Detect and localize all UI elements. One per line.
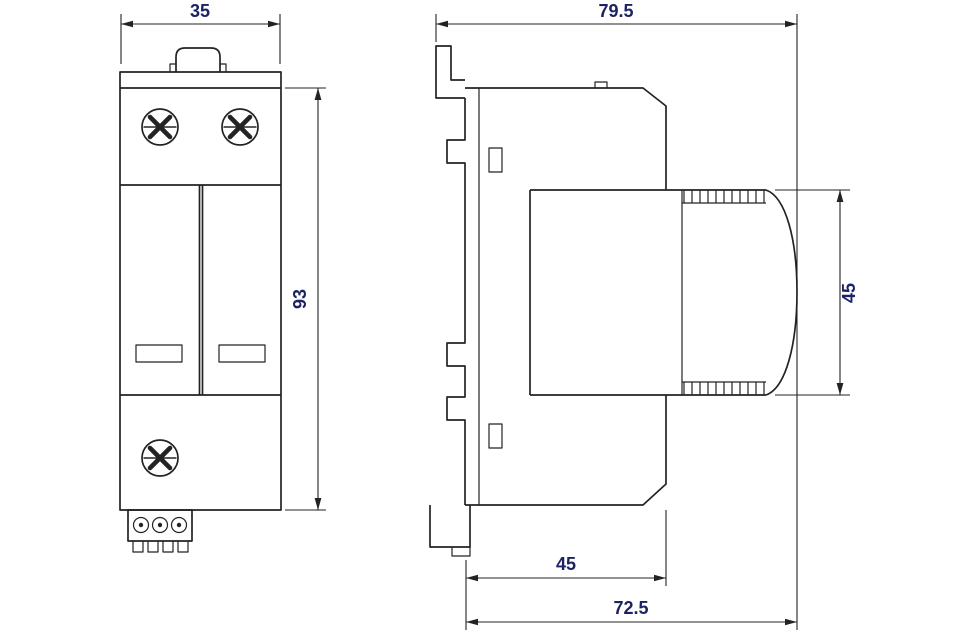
screw-head-top-right-icon bbox=[221, 108, 259, 146]
dim-module-height: 45 bbox=[775, 189, 859, 396]
side-foot-tab bbox=[451, 547, 471, 557]
terminal-screw-2 bbox=[151, 516, 169, 534]
front-terminal-block bbox=[127, 509, 193, 553]
arrow-left-icon bbox=[466, 618, 478, 626]
side-latch-window-upper bbox=[488, 147, 503, 173]
dim-base-depth-extensions bbox=[465, 510, 667, 630]
dim-base-depth: 45 bbox=[465, 510, 667, 630]
dim-body-depth: 72.5 bbox=[466, 300, 798, 630]
terminal-screw-dot bbox=[138, 522, 144, 528]
terminal-screw-3 bbox=[170, 516, 188, 534]
screw-circle bbox=[141, 439, 179, 477]
front-section-lines bbox=[120, 184, 281, 396]
dim-front-height-extensions bbox=[285, 87, 326, 511]
terminal-screw-circle bbox=[170, 516, 188, 534]
arrow-right-icon bbox=[785, 618, 797, 626]
side-top-edge bbox=[465, 87, 667, 190]
side-latch-window-lower bbox=[488, 423, 503, 449]
side-front-lower-edge bbox=[465, 395, 667, 506]
arrow-up-icon bbox=[314, 88, 322, 100]
front-module-divider bbox=[198, 185, 204, 395]
front-module-window-left bbox=[135, 344, 183, 363]
side-module bbox=[529, 189, 798, 396]
dim-side-total-depth: 79.5 bbox=[435, 1, 798, 284]
arrow-left-icon bbox=[121, 20, 133, 28]
arrow-up-icon bbox=[836, 190, 844, 202]
screw-head-top-left-icon bbox=[141, 108, 179, 146]
terminal-screw-dot bbox=[157, 522, 163, 528]
side-bottom-foot bbox=[429, 505, 471, 548]
arrow-left-icon bbox=[466, 574, 478, 582]
screw-circle bbox=[221, 108, 259, 146]
front-body-outline bbox=[119, 71, 282, 511]
terminal-screw-1 bbox=[132, 516, 150, 534]
dim-side-total-depth-extensions bbox=[435, 14, 798, 284]
front-view bbox=[119, 47, 282, 553]
terminal-block-outline bbox=[127, 509, 193, 542]
arrow-right-icon bbox=[654, 574, 666, 582]
arrow-right-icon bbox=[268, 20, 280, 28]
dim-label-front-height: 93 bbox=[290, 289, 310, 309]
terminal-screw-dot bbox=[176, 522, 182, 528]
module-top-bottom-edges bbox=[530, 189, 766, 396]
dim-front-height: 93 bbox=[285, 87, 326, 511]
module-rib-inner-lines bbox=[682, 202, 766, 383]
arrow-down-icon bbox=[836, 383, 844, 395]
screw-circle bbox=[141, 108, 179, 146]
arrow-right-icon bbox=[785, 20, 797, 28]
front-clip-feet bbox=[169, 63, 227, 72]
dim-front-width: 35 bbox=[120, 1, 281, 64]
screw-head-bottom-icon bbox=[141, 439, 179, 477]
arrow-left-icon bbox=[436, 20, 448, 28]
front-module-window-right bbox=[218, 344, 266, 363]
front-clip-tab bbox=[175, 47, 221, 72]
dim-module-height-extensions bbox=[775, 189, 850, 396]
dim-label-side-total-depth: 79.5 bbox=[598, 1, 633, 21]
module-ribs-top bbox=[683, 190, 765, 203]
dim-label-front-width: 35 bbox=[190, 1, 210, 21]
side-view bbox=[429, 45, 798, 557]
side-top-clip bbox=[435, 45, 465, 99]
dim-front-width-extensions bbox=[120, 14, 281, 64]
terminal-screw-circle bbox=[132, 516, 150, 534]
dim-label-base-depth: 45 bbox=[556, 554, 576, 574]
module-front-curve bbox=[765, 189, 798, 396]
side-left-rail-edge bbox=[446, 98, 466, 505]
terminal-screw-circle bbox=[151, 516, 169, 534]
module-ribs-bottom bbox=[683, 382, 765, 395]
terminal-block-comb bbox=[132, 541, 189, 553]
arrow-down-icon bbox=[314, 498, 322, 510]
dim-label-module-height: 45 bbox=[839, 283, 859, 303]
side-top-notch bbox=[594, 81, 608, 88]
dim-label-body-depth: 72.5 bbox=[613, 598, 648, 618]
